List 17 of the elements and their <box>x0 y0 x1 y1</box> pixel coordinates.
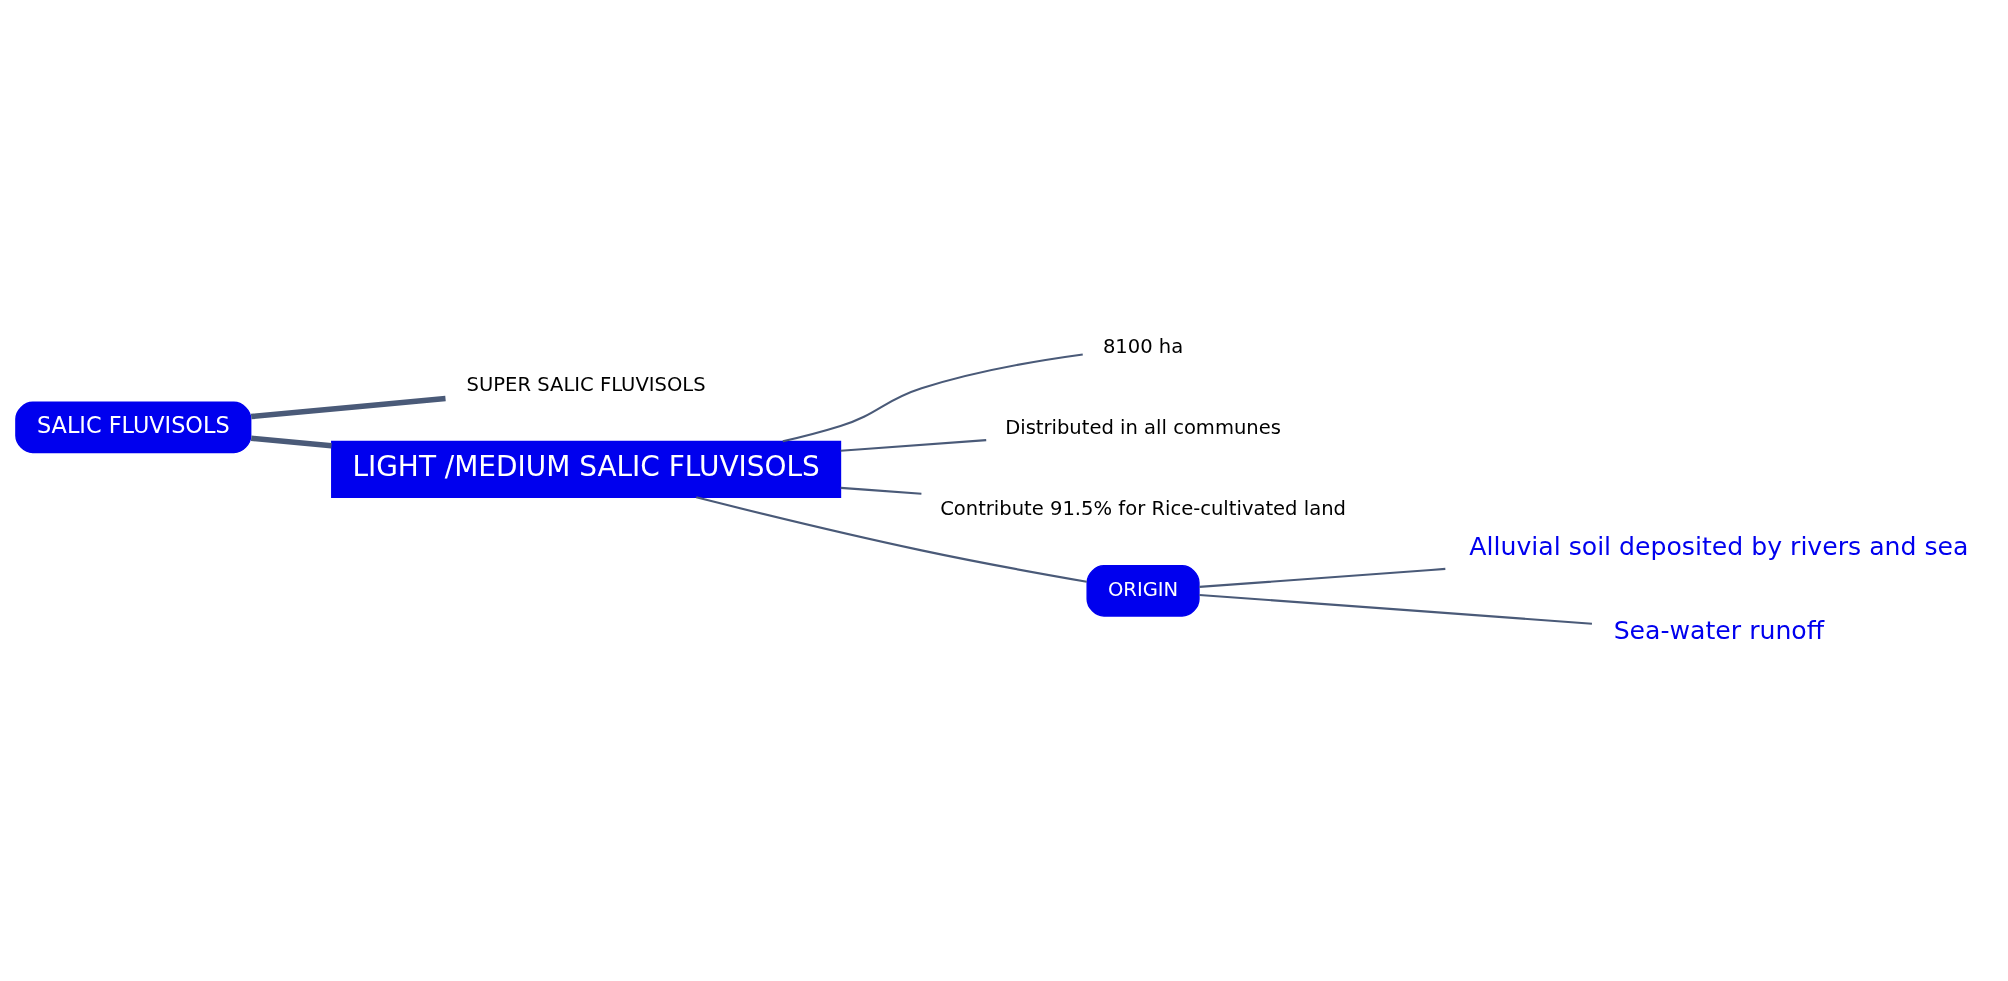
connector <box>782 352 1083 442</box>
node-text: Alluvial soil deposited by rivers and sea <box>1469 531 1969 561</box>
node-box: SALIC FLUVISOLS <box>15 401 252 453</box>
node-text: SUPER SALIC FLUVISOLS <box>466 372 706 396</box>
node-box: ORIGIN <box>1086 564 1200 617</box>
connector <box>840 486 922 495</box>
node-text: Contribute 91.5% for Rice-cultivated land <box>940 496 1346 520</box>
node-text: Sea-water runoff <box>1613 615 1825 645</box>
connector <box>840 438 987 452</box>
connector <box>696 495 1087 583</box>
connector <box>1199 567 1446 588</box>
node-text: 8100 ha <box>1102 334 1184 358</box>
connector <box>250 395 446 419</box>
node-text: Distributed in all communes <box>1005 415 1281 439</box>
connector <box>250 434 332 449</box>
connector <box>1199 593 1592 625</box>
node-box: LIGHT /MEDIUM SALIC FLUVISOLS <box>331 440 842 498</box>
